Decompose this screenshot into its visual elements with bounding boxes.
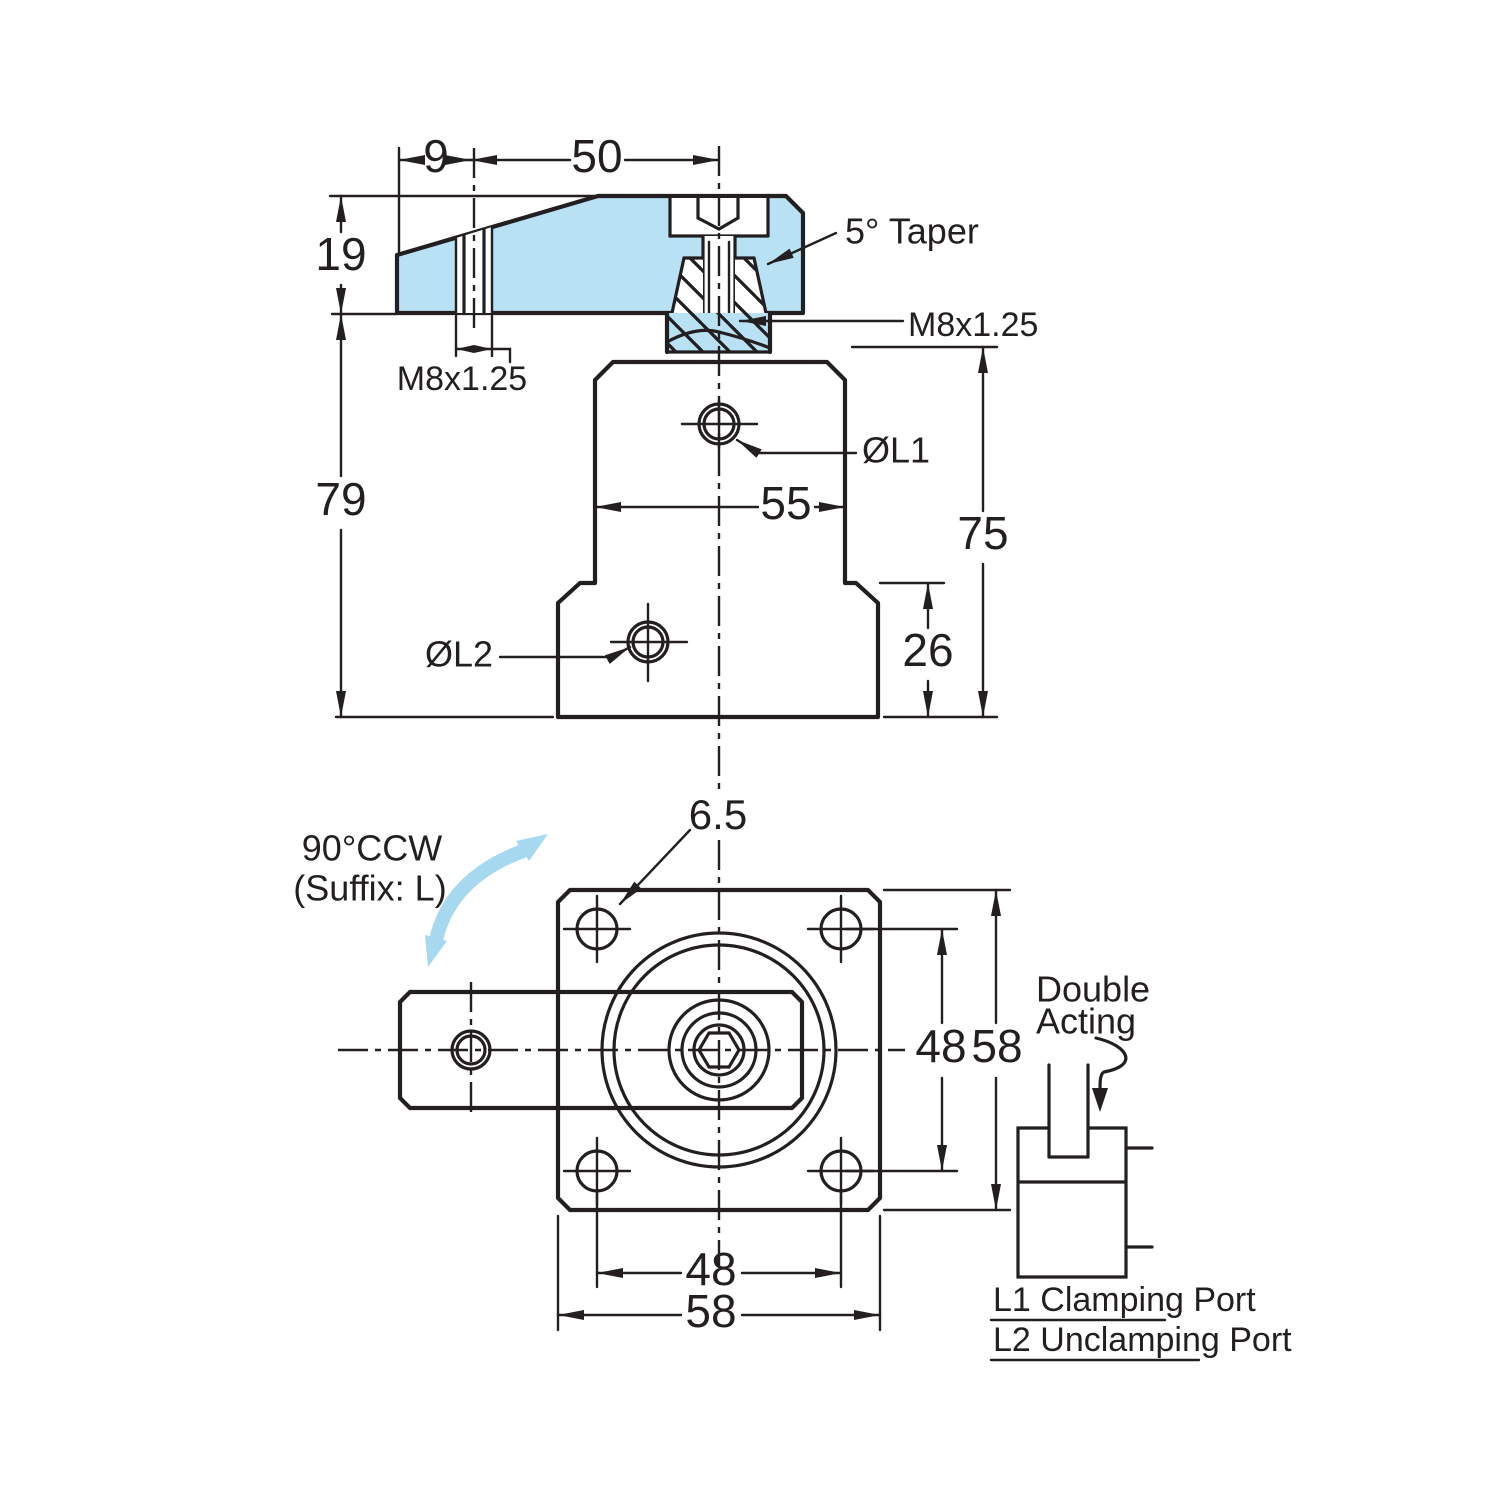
dia65-value: 6.5 <box>689 791 747 838</box>
plan-view: 6.5 90°CCW (Suffix: L) 48 58 <box>293 791 1022 1337</box>
dimension-m8-arm: M8x1.25 <box>397 314 527 398</box>
l2-leader <box>498 645 632 664</box>
l1-label: ØL1 <box>862 430 930 471</box>
rotation-arrow-head-bottom <box>425 935 447 967</box>
port-notes: L1 Clamping Port L2 Unclamping Port <box>989 1281 1292 1362</box>
cylinder-symbol-body <box>1016 1126 1128 1279</box>
l1-leader <box>735 438 858 458</box>
double-acting-label-1: Double <box>1036 969 1150 1010</box>
taper-sleeve <box>670 256 768 315</box>
dimension-19: 19 <box>315 194 367 316</box>
m8arm-label: M8x1.25 <box>397 360 527 398</box>
callout-port-l1: ØL1 <box>735 430 930 471</box>
spherical-washer-arc-1 <box>665 328 721 344</box>
taper-edge-left <box>670 256 686 315</box>
dim58b-value: 58 <box>685 1285 736 1337</box>
m8arm-leader <box>490 347 512 364</box>
dim58r-value: 58 <box>971 1020 1022 1072</box>
taper-leader <box>766 231 838 266</box>
dim50-value: 50 <box>571 130 622 182</box>
m8bolt-label: M8x1.25 <box>908 306 1038 344</box>
port-l2 <box>609 602 689 683</box>
dimension-9: 9 <box>397 130 473 182</box>
taper-left-hatch <box>672 258 703 313</box>
rotation-annotation: 90°CCW (Suffix: L) <box>293 828 548 967</box>
rotation-label-2: (Suffix: L) <box>293 868 446 909</box>
dimension-50: 50 <box>469 130 721 182</box>
callout-bolt-hole-dia: 6.5 <box>618 791 747 906</box>
taper-edge-right <box>752 256 768 315</box>
dim75-value: 75 <box>957 507 1008 559</box>
arm-tapped-hole <box>454 148 494 332</box>
dim19-value: 19 <box>315 228 366 280</box>
l2-port-note: L2 Unclamping Port <box>993 1321 1292 1359</box>
callout-port-l2: ØL2 <box>425 634 632 675</box>
dimension-58-bottom: 58 <box>556 1214 882 1337</box>
dimension-79: 79 <box>315 312 367 719</box>
taper-right-hatch <box>735 258 766 313</box>
callout-m8-bolt: M8x1.25 <box>738 306 1038 344</box>
dim26-value: 26 <box>902 624 953 676</box>
spherical-washer-arc-2 <box>717 330 772 350</box>
dim79-value: 79 <box>315 473 366 525</box>
double-acting-arrow-curve <box>1094 1036 1128 1092</box>
arm-plan-outline <box>397 989 805 1111</box>
callout-taper: 5° Taper <box>766 211 979 266</box>
dimension-58-right: 58 <box>882 888 1023 1212</box>
rotation-arrow-curve <box>429 844 530 947</box>
rotation-label-1: 90°CCW <box>302 828 442 869</box>
dim48r-value: 48 <box>915 1020 966 1072</box>
dimension-75: 75 <box>957 345 1009 719</box>
dia65-leader <box>618 828 692 906</box>
hydraulic-symbol: Double Acting <box>1016 969 1154 1279</box>
dimension-55: 55 <box>593 477 847 529</box>
dim55-value: 55 <box>760 477 811 529</box>
dim9-value: 9 <box>423 130 449 182</box>
double-acting-arrow-head <box>1092 1088 1108 1112</box>
l1-port-note: L1 Clamping Port <box>993 1281 1256 1319</box>
dim48b-value: 48 <box>685 1243 736 1295</box>
taper-label: 5° Taper <box>845 211 979 252</box>
section-view: 9 50 19 79 55 75 <box>315 130 1038 720</box>
hex-socket-cone <box>696 216 740 231</box>
bolt-hole-top-left <box>562 894 632 964</box>
rotation-arrow-head-top <box>516 834 548 861</box>
dimension-48-bottom: 48 <box>595 1190 843 1295</box>
dimension-26: 26 <box>902 581 954 719</box>
dimension-48-right: 48 <box>844 927 967 1173</box>
cylinder-body-and-flange <box>555 359 881 720</box>
flange-square <box>555 887 883 1213</box>
l2-label: ØL2 <box>425 634 493 675</box>
double-acting-label-2: Acting <box>1036 1001 1136 1042</box>
